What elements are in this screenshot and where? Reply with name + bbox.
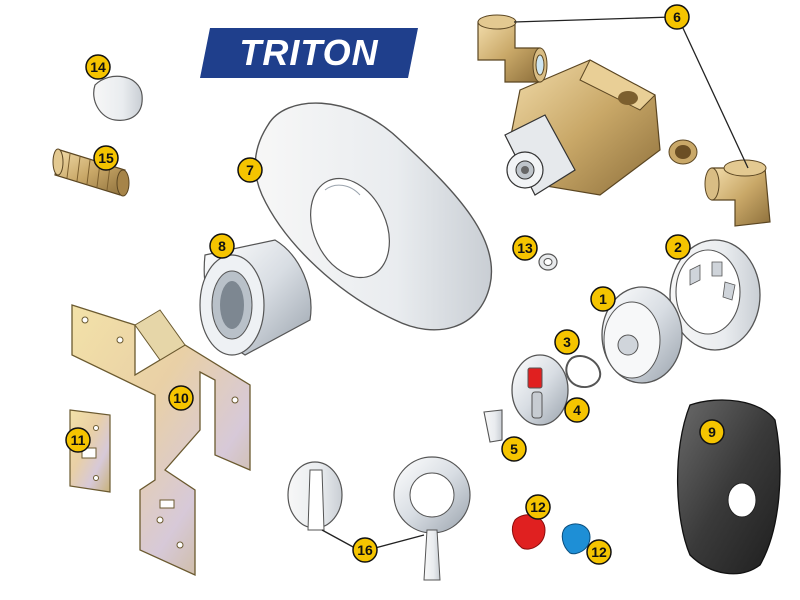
callout-badge: 2 [665, 234, 691, 260]
svg-text:5: 5 [510, 441, 518, 457]
callout-badge: 15 [93, 145, 119, 171]
part-14-cap [93, 75, 143, 121]
part-10-mounting-bracket [71, 304, 251, 577]
svg-text:7: 7 [246, 162, 254, 178]
part-3-retaining-clip [565, 354, 602, 388]
svg-text:14: 14 [90, 59, 106, 75]
svg-text:15: 15 [98, 150, 114, 166]
svg-text:12: 12 [530, 499, 546, 515]
callout-badge: 6 [664, 4, 690, 30]
part-8-shroud [199, 239, 312, 356]
callout-badge: 16 [352, 537, 378, 563]
callout-badge: 11 [65, 427, 91, 453]
callout-badge: 7 [237, 157, 263, 183]
svg-text:3: 3 [563, 334, 571, 350]
part-13-nut [538, 253, 558, 271]
callout-badge: 12 [525, 494, 551, 520]
svg-text:12: 12 [591, 544, 607, 560]
callout-badge: 5 [501, 436, 527, 462]
part-15-threaded-adaptor [52, 148, 130, 197]
part-12-indicator-blue [561, 523, 591, 555]
part-2-spline-ring [669, 239, 761, 351]
callout-badge: 13 [512, 235, 538, 261]
svg-text:10: 10 [173, 390, 189, 406]
part-7-cover-plate [254, 102, 493, 331]
part-12-indicator-red [511, 514, 546, 550]
logo-background [200, 28, 418, 78]
callout-badge: 4 [564, 397, 590, 423]
part-4-handle [511, 354, 569, 426]
callout-badge: 8 [209, 233, 235, 259]
svg-text:6: 6 [673, 9, 681, 25]
callout-layer: 1 2 3 4 5 6 7 8 9 10 11 12 12 13 14 15 1… [65, 4, 725, 565]
callout-badge: 1 [590, 286, 616, 312]
logo-text: TRITON [239, 32, 378, 73]
part-5-insert [483, 409, 503, 443]
part-9-dark-cover [676, 399, 781, 575]
part-16-knobs [287, 456, 471, 581]
callout-badge: 12 [586, 539, 612, 565]
svg-text:13: 13 [517, 240, 533, 256]
callout-badge: 10 [168, 385, 194, 411]
svg-text:2: 2 [674, 239, 682, 255]
svg-text:9: 9 [708, 424, 716, 440]
part-6-valve-assembly [477, 14, 771, 227]
svg-text:4: 4 [573, 402, 581, 418]
part-1-knob-body [601, 286, 683, 384]
callout-badge: 9 [699, 419, 725, 445]
callout-badge: 14 [85, 54, 111, 80]
callout-badge: 3 [554, 329, 580, 355]
svg-text:1: 1 [599, 291, 607, 307]
svg-text:11: 11 [71, 432, 86, 448]
triton-logo: TRITON [200, 28, 418, 78]
svg-text:16: 16 [357, 542, 373, 558]
svg-text:8: 8 [218, 238, 226, 254]
